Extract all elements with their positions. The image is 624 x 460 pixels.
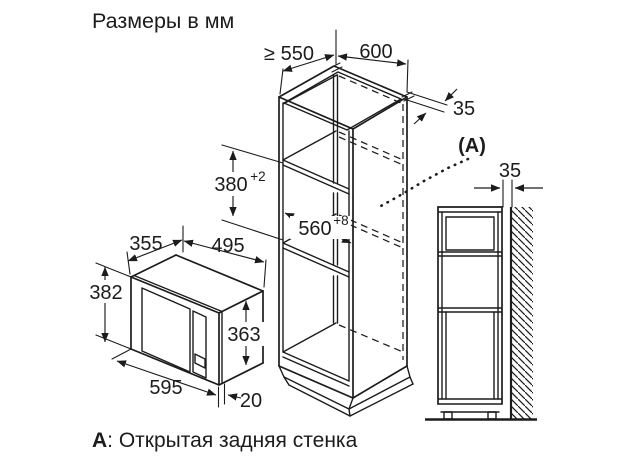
page-title: Размеры в мм xyxy=(92,9,234,33)
detail-foot-left xyxy=(443,411,453,420)
detail-niche xyxy=(445,216,495,251)
dim-wall-gap: 35 xyxy=(474,160,543,208)
dim-niche-width: 560 +8 xyxy=(284,195,354,248)
dim-mw-frame-width: 595 xyxy=(111,348,220,408)
cabinet-drawing xyxy=(278,62,415,417)
dim-label-niche-height: 380 xyxy=(214,174,247,196)
dim-niche-height: 380 +2 xyxy=(206,144,284,241)
dim-depth-min: ≥ 550 xyxy=(264,29,337,95)
dim-label-mw-body-height: 363 xyxy=(227,324,260,346)
detail-foot-right xyxy=(487,411,497,420)
dim-mw-frame-height: 382 xyxy=(84,262,132,350)
dim-mw-width: 495 xyxy=(183,235,267,288)
detail-cabinet-section xyxy=(437,206,503,420)
dim-label-mw-width: 495 xyxy=(211,235,244,257)
dim-mw-depth: 355 xyxy=(126,225,184,275)
dim-label-rear-gap: 35 xyxy=(453,98,475,120)
footnote-text: : Открытая задняя стенка xyxy=(107,429,357,452)
cabinet-top-face xyxy=(278,62,415,131)
microwave-control-panel xyxy=(192,310,207,379)
dim-label-niche-width-tolerance: +8 xyxy=(333,213,348,228)
microwave-body xyxy=(130,254,264,386)
dim-label-niche-height-tolerance: +2 xyxy=(250,169,265,184)
dim-label-mw-depth: 355 xyxy=(129,233,162,255)
detail-view xyxy=(425,206,537,421)
microwave-display xyxy=(194,353,206,369)
dim-mw-body-height: 363 xyxy=(224,300,264,366)
dim-label-mw-frame-overhang: 20 xyxy=(240,390,262,412)
detail-callout: (А) xyxy=(377,135,486,209)
cabinet-right-face xyxy=(352,96,408,399)
leader-dotted xyxy=(377,157,470,209)
dim-label-wall-gap: 35 xyxy=(499,160,521,182)
dim-mw-frame-overhang: 20 xyxy=(223,383,262,412)
cabinet-interior xyxy=(282,74,339,353)
microwave-frame xyxy=(130,274,223,386)
cabinet-plinth xyxy=(278,365,414,417)
dim-label-mw-frame-height: 382 xyxy=(89,282,122,304)
dim-rear-gap: 35 xyxy=(403,88,475,125)
dim-label-depth-min: ≥ 550 xyxy=(264,43,314,65)
detail-label: (А) xyxy=(458,135,486,157)
dim-label-niche-width: 560 xyxy=(298,218,331,240)
microwave-drawing xyxy=(130,254,264,386)
detail-wall xyxy=(509,207,533,419)
footnote-prefix: А xyxy=(92,429,107,452)
dim-label-mw-frame-width: 595 xyxy=(149,377,182,399)
microwave-door xyxy=(141,287,191,373)
cabinet-hidden-edges xyxy=(338,75,404,360)
footnote: А: Открытая задняя стенка xyxy=(92,429,358,452)
cabinet-shelves xyxy=(282,159,350,387)
dim-label-width: 600 xyxy=(359,41,392,63)
dim-width: 600 xyxy=(337,41,409,93)
cabinet-front-face xyxy=(278,96,354,399)
wall-hatch xyxy=(512,207,533,419)
